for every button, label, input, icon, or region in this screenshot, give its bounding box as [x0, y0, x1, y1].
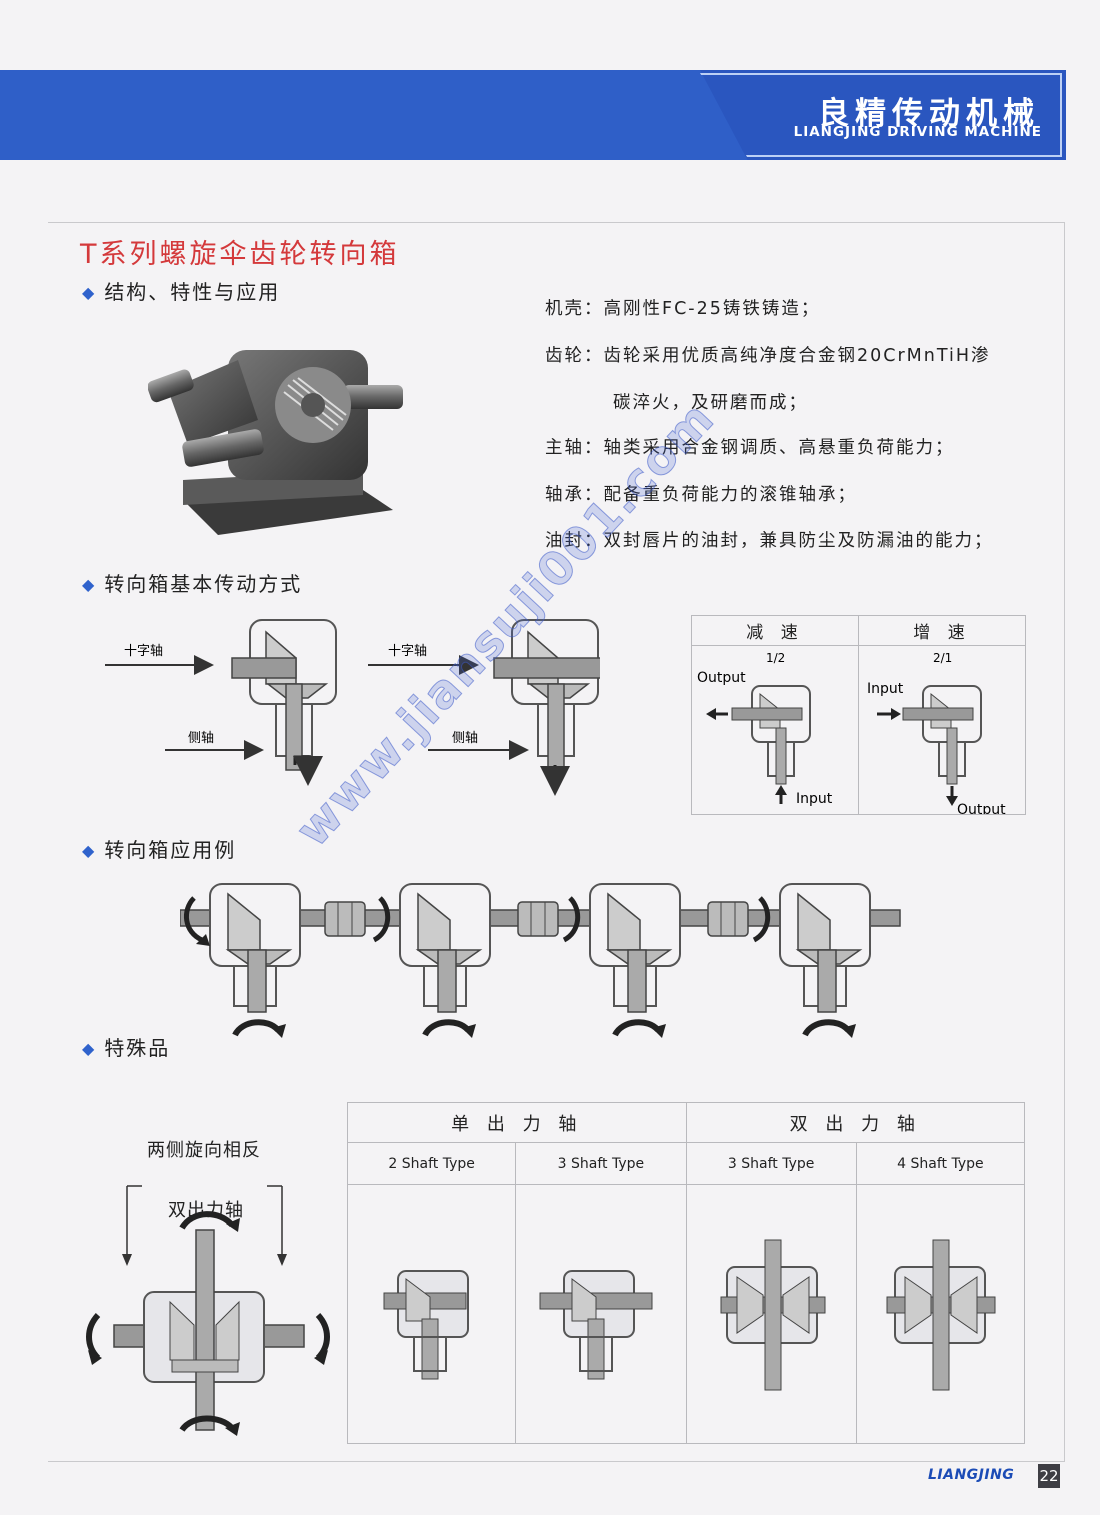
reduction-header: 减 速 — [691, 615, 859, 646]
type-2-shaft: 2 Shaft Type — [346, 1142, 517, 1185]
diagram-3-shaft-single — [539, 1270, 653, 1380]
transmission-diagrams: 十字轴 侧轴 十字轴 侧轴 — [105, 619, 600, 796]
spec-text: 配备重负荷能力的滚锥轴承； — [603, 485, 857, 505]
cell-3-shaft-double — [685, 1184, 857, 1444]
type-3-shaft-double: 3 Shaft Type — [685, 1142, 857, 1185]
diamond-bullet-icon: ◆ — [82, 841, 97, 860]
spec-housing: 机壳：高刚性FC-25铸铁铸造； — [545, 295, 820, 320]
speed-ratio-table: 减 速 增 速 1/2 Output Input 2/1 Inpu — [691, 615, 1026, 815]
reduction-ratio: 1/2 — [766, 651, 785, 665]
label-cross-shaft: 十字轴 — [124, 644, 163, 659]
header-tab-outline — [700, 73, 1062, 157]
footer-brand: LIANGJING — [928, 1467, 1015, 1483]
spec-label: 主轴： — [545, 438, 604, 458]
content-frame — [48, 222, 1065, 1462]
gearbox-photo — [148, 350, 403, 535]
section-special: ◆ 特殊品 — [82, 1032, 170, 1061]
type-4-shaft: 4 Shaft Type — [855, 1142, 1026, 1185]
diagram-4-shaft — [886, 1239, 996, 1391]
spec-text: 高刚性FC-25铸铁铸造； — [603, 299, 821, 319]
diagram-2-shaft — [383, 1270, 469, 1380]
spec-bearing: 轴承：配备重负荷能力的滚锥轴承； — [545, 481, 857, 506]
spec-label: 轴承： — [545, 485, 604, 505]
spec-label: 机壳： — [545, 299, 604, 319]
single-output-header: 单 出 力 轴 — [347, 1102, 687, 1143]
spec-gear-cont: 碳淬火，及研磨而成； — [613, 389, 808, 414]
double-output-header: 双 出 力 轴 — [685, 1102, 1025, 1143]
reduction-cell: 1/2 Output Input — [691, 645, 859, 815]
section-label: 特殊品 — [104, 1036, 171, 1060]
cell-4-shaft — [855, 1184, 1026, 1444]
reduction-output-label: Output — [697, 670, 746, 686]
application-chain-diagram — [180, 870, 901, 1055]
note-opposite-rotation: 两侧旋向相反 — [147, 1140, 261, 1161]
section-label: 结构、特性与应用 — [104, 280, 281, 304]
increase-input-label: Input — [867, 681, 904, 697]
spec-text: 碳淬火，及研磨而成； — [613, 393, 808, 413]
cell-2-shaft — [346, 1184, 517, 1444]
increase-ratio: 2/1 — [933, 651, 952, 665]
increase-output-label: Output — [957, 802, 1006, 814]
section-application: ◆ 转向箱应用例 — [82, 834, 236, 863]
diagram-3-shaft-double — [720, 1239, 825, 1391]
section-label: 转向箱应用例 — [104, 838, 237, 862]
diamond-bullet-icon: ◆ — [82, 575, 97, 594]
reduction-diagram: 1/2 Output Input — [697, 651, 833, 807]
diamond-bullet-icon: ◆ — [82, 1039, 97, 1058]
increase-header: 增 速 — [858, 615, 1026, 646]
page-title: T系列螺旋伞齿轮转向箱 — [80, 239, 400, 270]
section-structure: ◆ 结构、特性与应用 — [82, 276, 280, 305]
spec-text: 轴类采用合金钢调质、高悬重负荷能力； — [603, 438, 955, 458]
spec-shaft: 主轴：轴类采用合金钢调质、高悬重负荷能力； — [545, 434, 955, 459]
shaft-type-table: 单 出 力 轴 双 出 力 轴 2 Shaft Type 3 Shaft Typ… — [346, 1102, 1026, 1444]
brand-name-cn: 良精传动机械 — [818, 96, 1040, 132]
increase-cell: 2/1 Input Output — [858, 645, 1026, 815]
spec-seal: 油封：双封唇片的油封，兼具防尘及防漏油的能力； — [545, 527, 994, 552]
label-side-shaft: 侧轴 — [188, 731, 214, 746]
spec-gear: 齿轮：齿轮采用优质高纯净度合金钢20CrMnTiH渗 — [545, 342, 991, 367]
reduction-input-label: Input — [796, 791, 833, 807]
label-cross-shaft-2: 十字轴 — [388, 644, 427, 659]
label-side-shaft-2: 侧轴 — [452, 731, 478, 746]
diamond-bullet-icon: ◆ — [82, 283, 97, 302]
cell-3-shaft-single — [515, 1184, 687, 1444]
header-brand-tab — [700, 70, 1066, 160]
page-number: 22 — [1038, 1464, 1060, 1488]
increase-diagram: 2/1 Input Output — [867, 651, 1006, 814]
spec-label: 齿轮： — [545, 346, 604, 366]
spec-label: 油封： — [545, 531, 604, 551]
spec-text: 双封唇片的油封，兼具防尘及防漏油的能力； — [603, 531, 994, 551]
spec-text: 齿轮采用优质高纯净度合金钢20CrMnTiH渗 — [603, 346, 991, 366]
section-label: 转向箱基本传动方式 — [104, 572, 303, 596]
type-3-shaft-single: 3 Shaft Type — [515, 1142, 687, 1185]
dual-output-diagram — [86, 1185, 330, 1436]
brand-name-en: LIANGJING DRIVING MACHINE — [793, 124, 1042, 140]
section-transmission: ◆ 转向箱基本传动方式 — [82, 568, 302, 597]
